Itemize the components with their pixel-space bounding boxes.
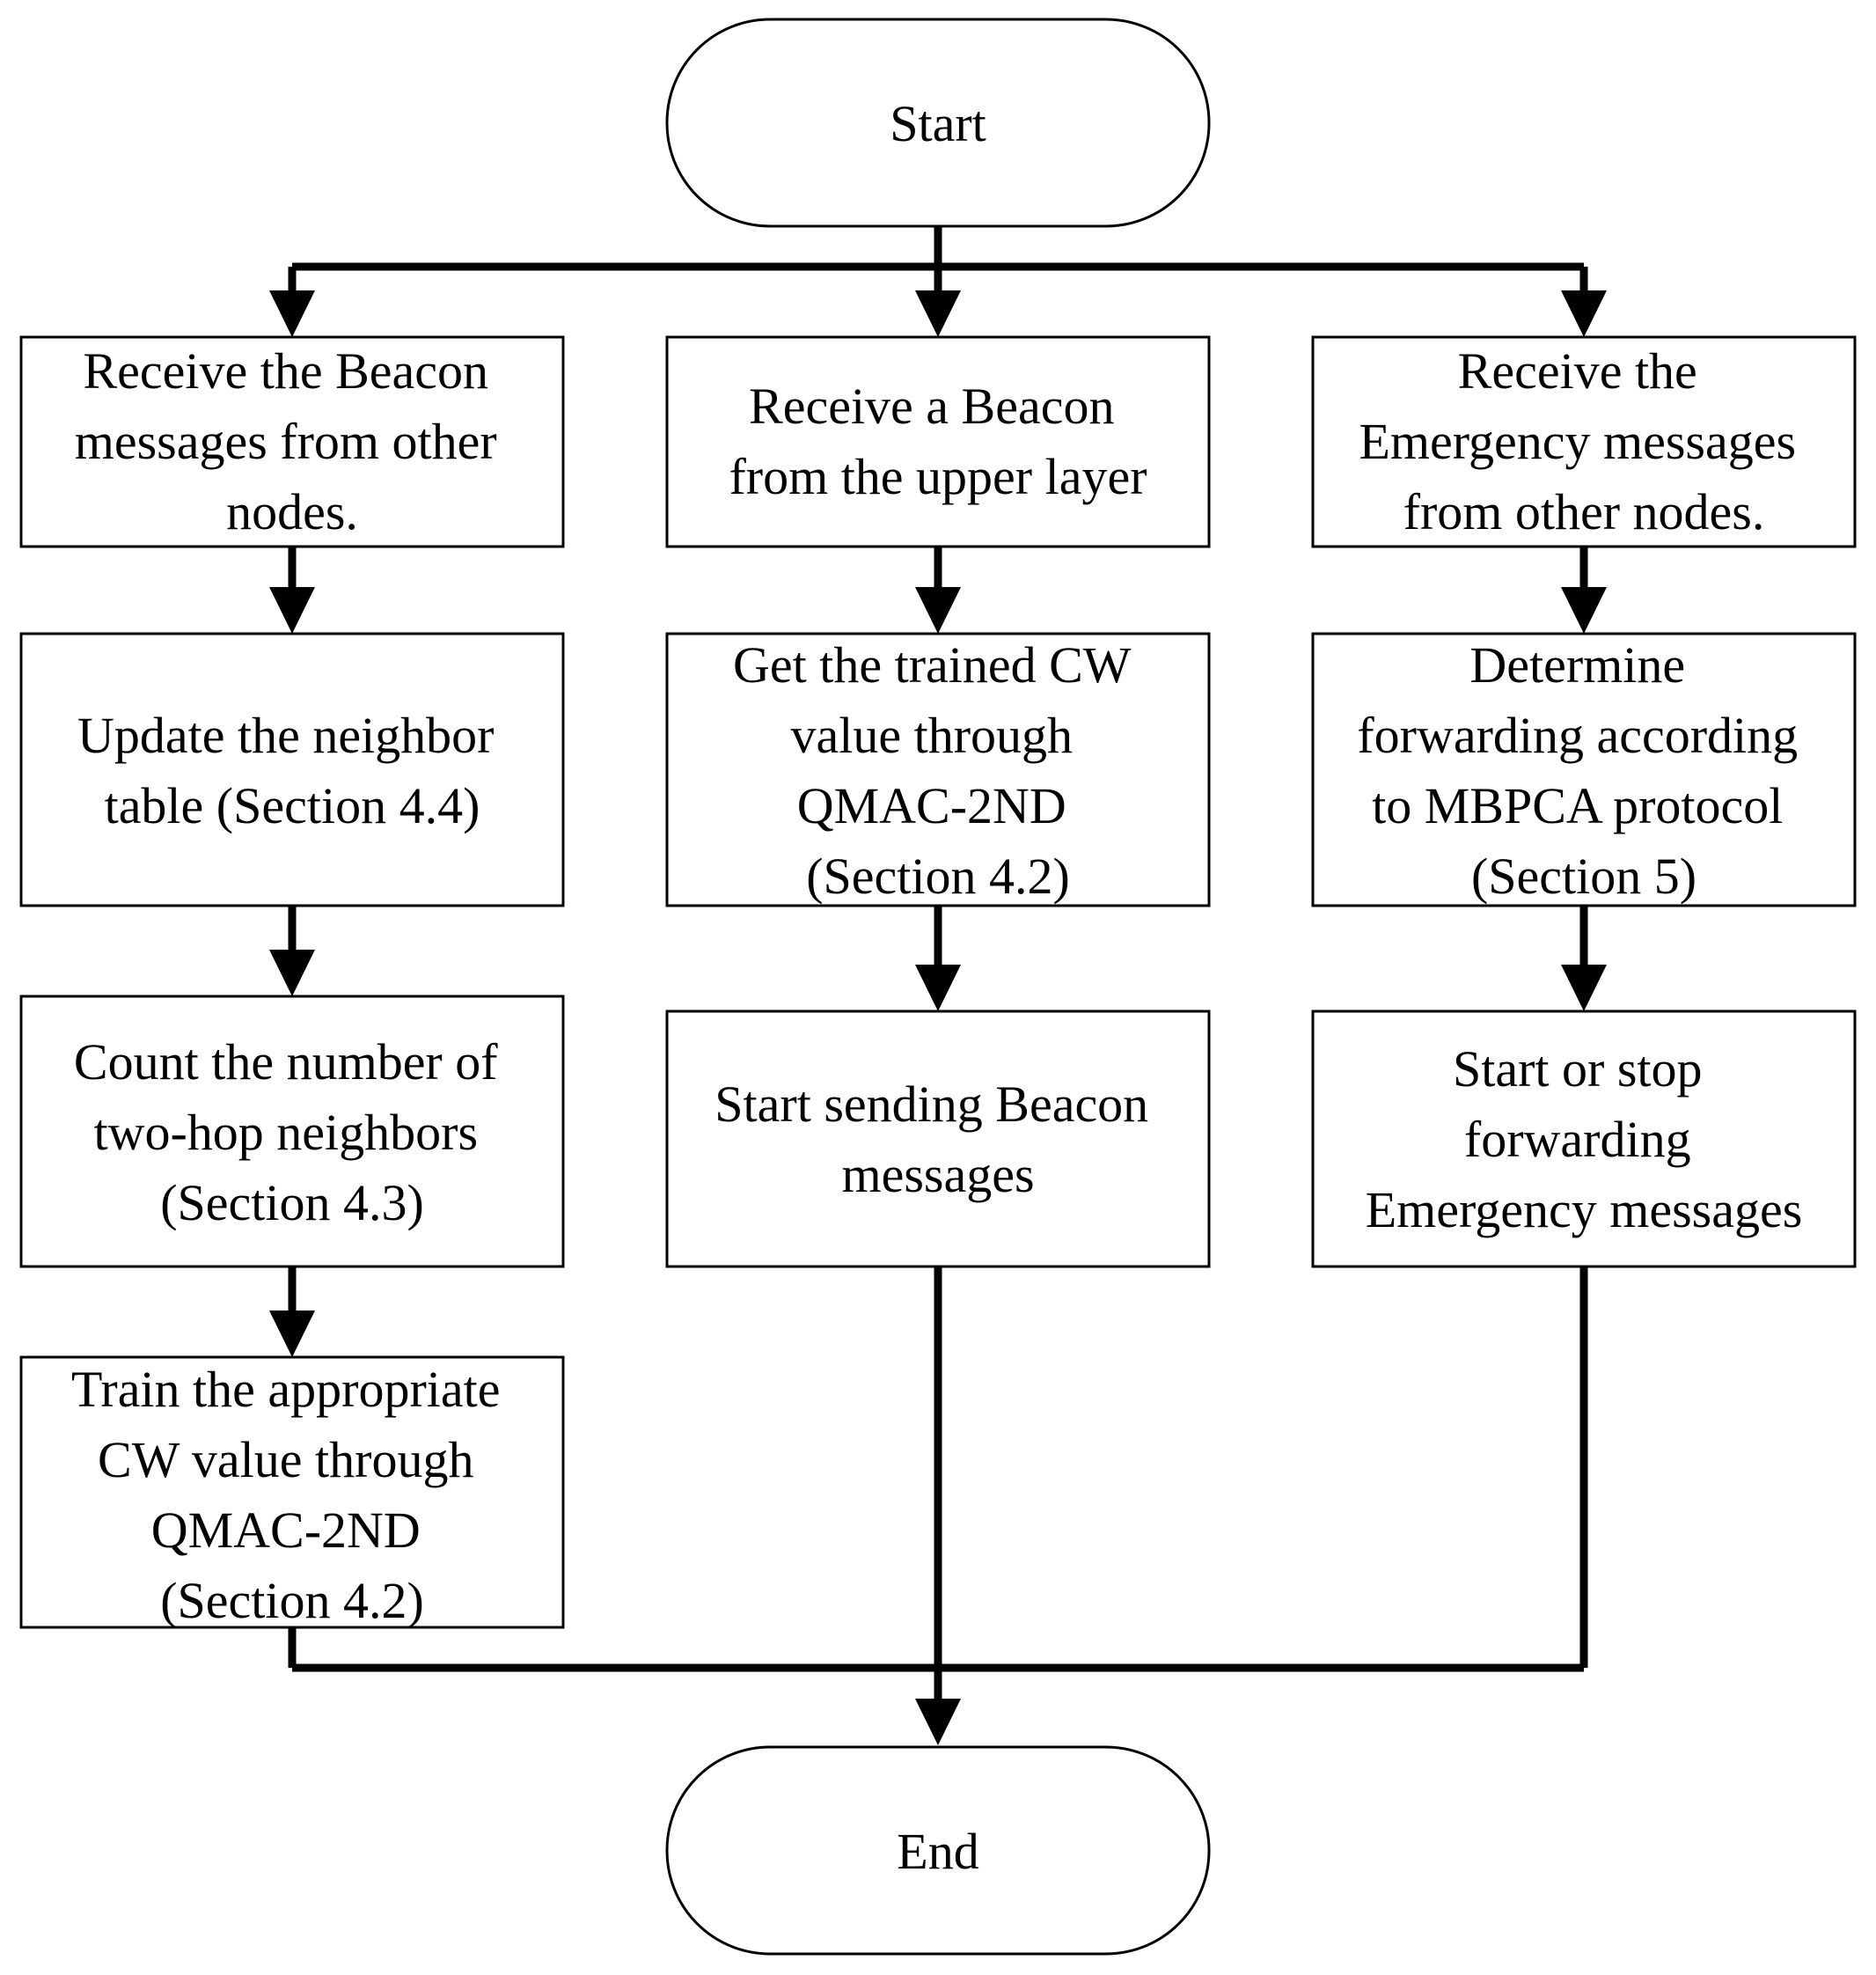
right-step2-line: to MBPCA protocol: [1372, 777, 1783, 834]
middle-step2-line: Get the trained CW: [733, 636, 1132, 694]
arrowhead-right-step1: [1561, 290, 1607, 337]
middle-step2-line: QMAC-2ND: [797, 777, 1066, 834]
arrowhead-middle-step1: [915, 290, 961, 337]
middle-step1-box: Receive a Beacon from the upper layer: [665, 335, 1211, 548]
arrowhead-left-step1: [269, 290, 315, 337]
arrowhead-left-step2: [269, 587, 315, 634]
right-step1-box: Receive the Emergency messages from othe…: [1311, 335, 1857, 548]
end-label: End: [897, 1823, 978, 1880]
arrowhead-middle-step3: [915, 965, 961, 1011]
middle-step2-box: Get the trained CW value through QMAC-2N…: [665, 632, 1211, 907]
left-step3-box: Count the number of two-hop neighbors (S…: [19, 995, 565, 1268]
middle-step2-line: value through: [790, 707, 1073, 764]
right-step2-box: Determine forwarding according to MBPCA …: [1311, 632, 1857, 907]
svg-text:Get the trained CW value: Get the trained CW value through QMAC-2N…: [733, 636, 1143, 905]
right-step2-line: forwarding according: [1357, 707, 1798, 764]
middle-step3-line: Start sending Beacon: [714, 1076, 1148, 1133]
arrowhead-right-step3: [1561, 965, 1607, 1011]
right-step1-line: from other nodes.: [1403, 483, 1765, 540]
svg-text:Count the number of two-: Count the number of two-hop neighbors (S…: [74, 1033, 510, 1231]
middle-step1-line: from the upper layer: [729, 448, 1147, 505]
left-step2-box: Update the neighbor table (Section 4.4): [19, 632, 565, 907]
right-step2-line: (Section 5): [1471, 848, 1696, 905]
left-step4-line: QMAC-2ND: [151, 1501, 421, 1559]
arrowhead-end: [915, 1699, 961, 1745]
svg-text:Receive a Beacon from th: Receive a Beacon from the upper layer: [729, 378, 1147, 505]
right-step3-line: Emergency messages: [1366, 1181, 1803, 1238]
arrowhead-left-step3: [269, 950, 315, 996]
connectors: [269, 226, 1607, 1745]
start-terminal: Start: [665, 18, 1211, 228]
right-step3-line: Start or stop: [1453, 1040, 1703, 1098]
svg-text:Train the appropriate CW: Train the appropriate CW value through Q…: [71, 1361, 513, 1629]
arrowhead-middle-step2: [915, 587, 961, 634]
right-step3-box: Start or stop forwarding Emergency messa…: [1311, 1010, 1857, 1268]
left-step3-line: (Section 4.3): [160, 1174, 424, 1231]
left-step2-line: Update the neighbor: [77, 707, 495, 764]
left-step1-box: Receive the Beacon messages from other n…: [19, 335, 565, 548]
left-step4-line: (Section 4.2): [160, 1572, 424, 1629]
svg-text:Update the neighbor tabl: Update the neighbor table (Section 4.4): [77, 707, 507, 834]
svg-text:Start sending Beacon mes: Start sending Beacon messages: [714, 1076, 1161, 1203]
right-step1-line: Emergency messages: [1359, 413, 1796, 470]
svg-text:Determine forwarding acc: Determine forwarding according to MBPCA …: [1357, 636, 1810, 905]
middle-step2-line: (Section 4.2): [806, 848, 1070, 905]
middle-step1-line: Receive a Beacon: [749, 378, 1114, 435]
svg-text:Receive the Emergency me: Receive the Emergency messages from othe…: [1359, 342, 1808, 540]
left-step1-line: Receive the Beacon: [83, 342, 488, 400]
middle-step3-box: Start sending Beacon messages: [665, 1010, 1211, 1268]
right-step3-line: forwarding: [1464, 1111, 1691, 1168]
svg-text:Receive the Beacon messa: Receive the Beacon messages from other n…: [75, 342, 509, 540]
right-step1-line: Receive the: [1458, 342, 1697, 400]
left-step4-box: Train the appropriate CW value through Q…: [19, 1355, 565, 1629]
left-step3-line: Count the number of: [74, 1033, 498, 1090]
arrowhead-left-step4: [269, 1311, 315, 1357]
left-step4-line: CW value through: [98, 1431, 473, 1488]
start-label: Start: [890, 95, 986, 152]
left-step1-line: nodes.: [226, 483, 358, 540]
left-step4-line: Train the appropriate: [71, 1361, 501, 1418]
left-step2-line: table (Section 4.4): [105, 777, 480, 834]
svg-text:Start or stop forwarding: Start or stop forwarding Emergency messa…: [1366, 1040, 1803, 1238]
left-step3-line: two-hop neighbors: [93, 1104, 478, 1161]
left-step1-line: messages from other: [75, 413, 497, 470]
middle-step3-line: messages: [841, 1146, 1034, 1203]
right-step2-line: Determine: [1469, 636, 1685, 694]
arrowhead-right-step2: [1561, 587, 1607, 634]
end-terminal: End: [665, 1745, 1211, 1956]
